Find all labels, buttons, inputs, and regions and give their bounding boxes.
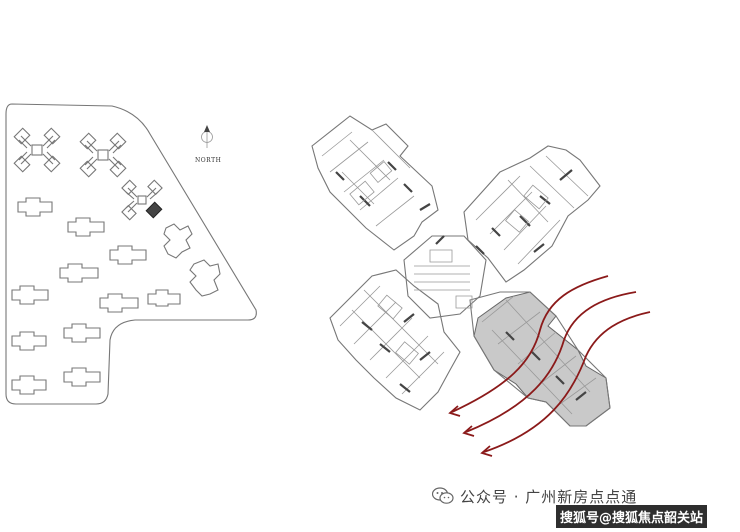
tower-core — [403, 235, 487, 319]
north-arrow-icon — [201, 125, 213, 148]
site-plan: NORTH — [5, 103, 257, 405]
site-boundary — [5, 103, 257, 405]
watermark-sohu-account: 搜狐号@搜狐焦点韶关站 — [556, 505, 708, 528]
tower-footprint — [13, 127, 61, 173]
wind-arrow — [451, 275, 609, 413]
wing-northeast — [463, 145, 601, 283]
north-label: NORTH — [195, 157, 221, 164]
wing-northwest — [311, 115, 439, 251]
watermark-wechat-account: 公众号 · 广州新房点点通 — [460, 488, 638, 506]
wing-southeast — [469, 291, 611, 427]
wing-southwest — [329, 269, 461, 411]
wind-arrows — [448, 275, 651, 457]
building-footprint — [189, 259, 221, 297]
tower-footprint-highlighted — [121, 179, 163, 221]
slab-buildings — [11, 197, 181, 395]
wind-arrow — [483, 311, 651, 453]
wind-arrow — [465, 291, 637, 433]
tower-floor-plan — [311, 115, 651, 457]
wechat-icon — [432, 487, 454, 504]
building-footprint — [163, 223, 193, 259]
tower-footprint — [79, 132, 127, 178]
